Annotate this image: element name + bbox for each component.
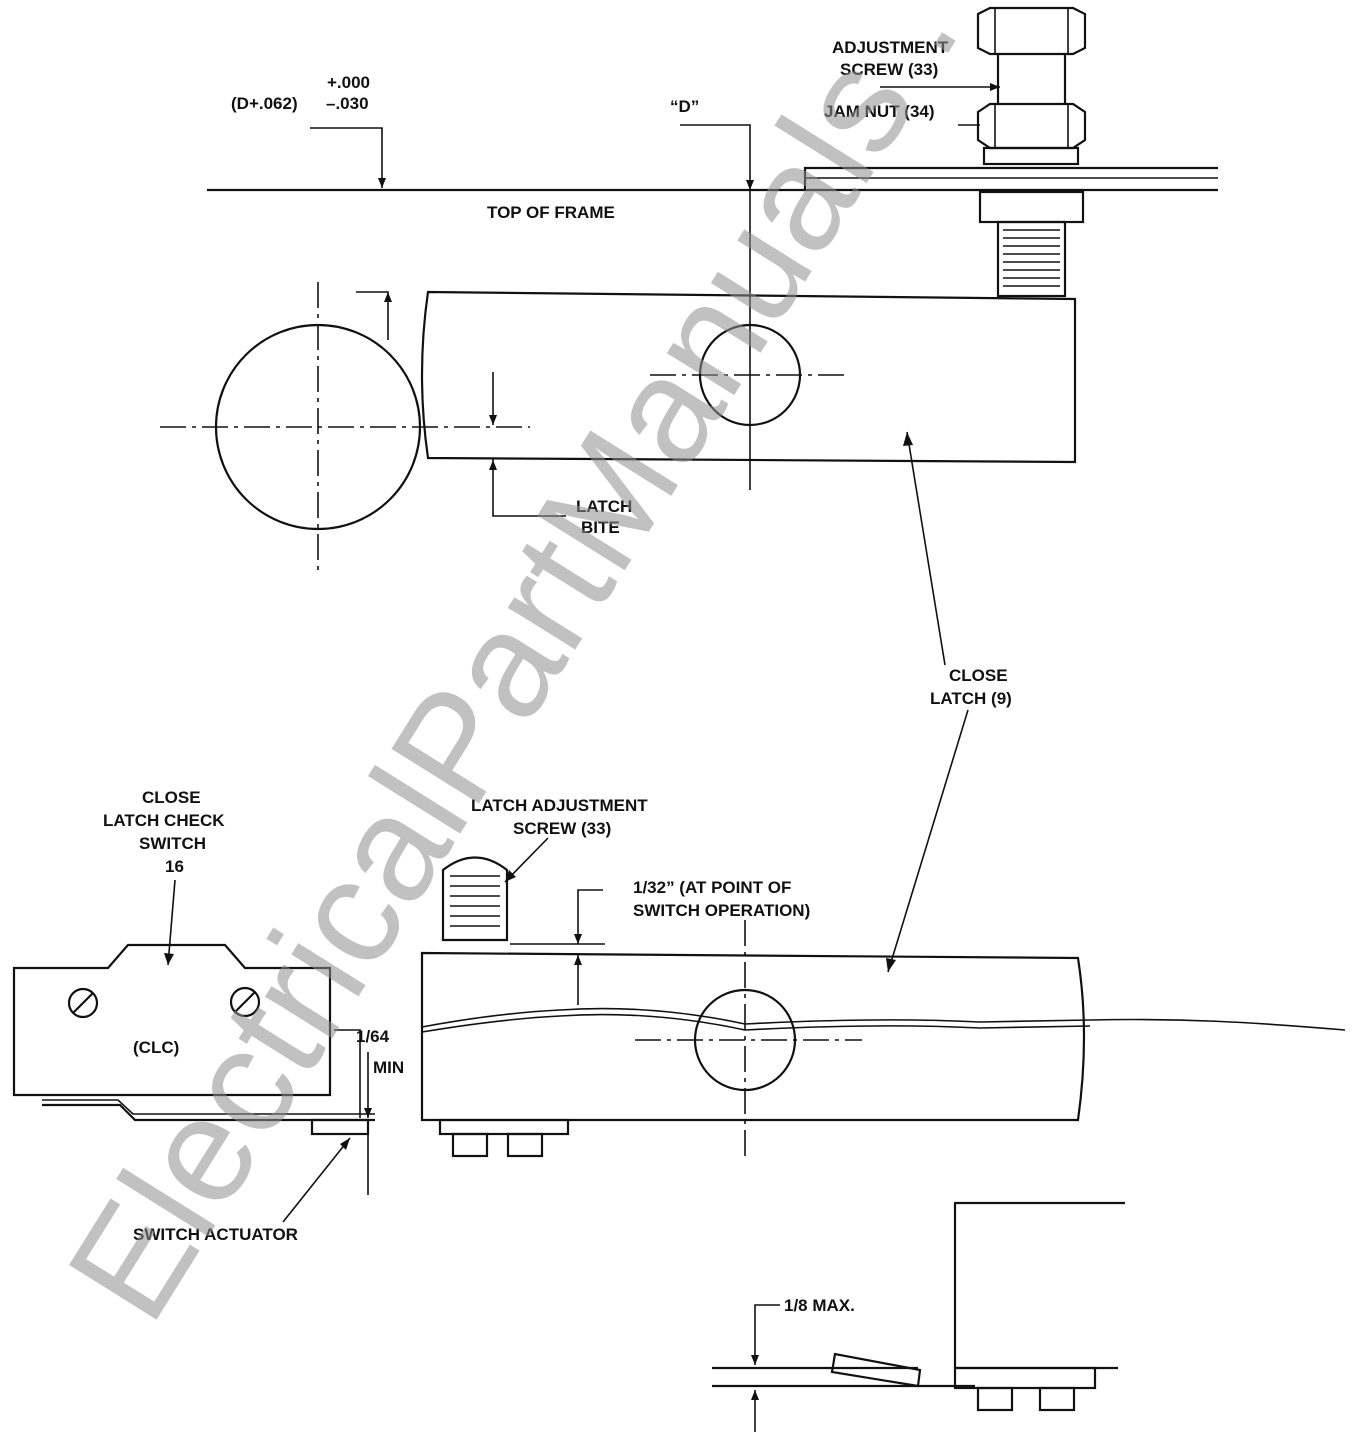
jam-nut-label: JAM NUT (34) (824, 102, 935, 121)
latch-adj-screw-label-2: SCREW (33) (513, 819, 611, 838)
clc-switch (12, 943, 375, 1136)
bite-arrow-up (489, 460, 497, 470)
latch-adj-arrow (505, 870, 516, 882)
gap-164-leader (334, 1029, 361, 1118)
bite-arrow-top (384, 292, 392, 302)
top-bite-dim (356, 291, 389, 340)
clc-switch-label-4: 16 (165, 857, 184, 876)
latch-bite-label-1: LATCH (576, 497, 632, 516)
bite-arrow-down (489, 415, 497, 425)
close-latch-leader-top (906, 431, 946, 666)
latch-adj-screw-label-1: LATCH ADJUSTMENT (471, 796, 648, 815)
close-latch-arrow-top (903, 432, 913, 446)
latch-bite-label-2: BITE (581, 518, 620, 537)
d-leader (680, 124, 751, 490)
switch-actuator-leader (282, 1137, 351, 1223)
gap-132-label-1: 1/32” (AT POINT OF (633, 878, 791, 897)
clc-leader (167, 879, 176, 966)
latch-bite-leader (492, 458, 566, 517)
tolerance-leader (310, 127, 383, 188)
switch-actuator-arrow (340, 1138, 350, 1150)
tolerance-base: (D+.062) (231, 94, 298, 113)
adjustment-screw-label-1: ADJUSTMENT (832, 38, 949, 57)
gap-164-arrow (364, 1108, 372, 1118)
max-18-label: 1/8 MAX. (784, 1296, 855, 1315)
close-latch-label-2: LATCH (9) (930, 689, 1012, 708)
d-label: “D” (670, 97, 699, 116)
close-latch-leader-bottom (887, 709, 969, 973)
max-18-leader (754, 1304, 780, 1365)
tolerance-minus: –.030 (326, 94, 369, 113)
close-latch-top (420, 290, 1077, 464)
gap-132-label-2: SWITCH OPERATION) (633, 901, 810, 920)
d-arrow (746, 180, 754, 190)
gap-132-arrow-top (574, 934, 582, 944)
gap-132-leader (577, 889, 603, 944)
detail-view (712, 1201, 1125, 1412)
adjustment-screw-label-2: SCREW (33) (840, 60, 938, 79)
screw-threads (1003, 229, 1060, 287)
gap-164-label-1: 1/64 (356, 1027, 390, 1046)
tolerance-arrow (378, 178, 386, 188)
clc-switch-label-1: CLOSE (142, 788, 201, 807)
clc-label: (CLC) (133, 1038, 179, 1057)
gap-164-label-2: MIN (373, 1058, 404, 1077)
clc-switch-label-2: LATCH CHECK (103, 811, 225, 830)
clc-switch-label-3: SWITCH (139, 834, 206, 853)
top-of-frame-label: TOP OF FRAME (487, 203, 615, 222)
roller (160, 282, 530, 572)
max-18-arrow-down (751, 1355, 759, 1365)
jam-nut (976, 102, 1087, 150)
gap-132-arrow-bottom (574, 955, 582, 965)
adjustment-screw-arrow (990, 83, 1000, 91)
tolerance-plus: +.000 (327, 73, 370, 92)
clc-arrow (164, 953, 174, 965)
close-latch-bottom (420, 920, 1346, 1160)
close-latch-label-1: CLOSE (949, 666, 1008, 685)
max-18-arrow-up (751, 1390, 759, 1400)
switch-actuator-label: SWITCH ACTUATOR (133, 1225, 298, 1244)
close-latch-arrow-bottom (886, 958, 896, 972)
adjustment-screw (976, 6, 1087, 298)
frame-plate (803, 166, 1218, 190)
latch-adjustment-screw (441, 856, 509, 942)
